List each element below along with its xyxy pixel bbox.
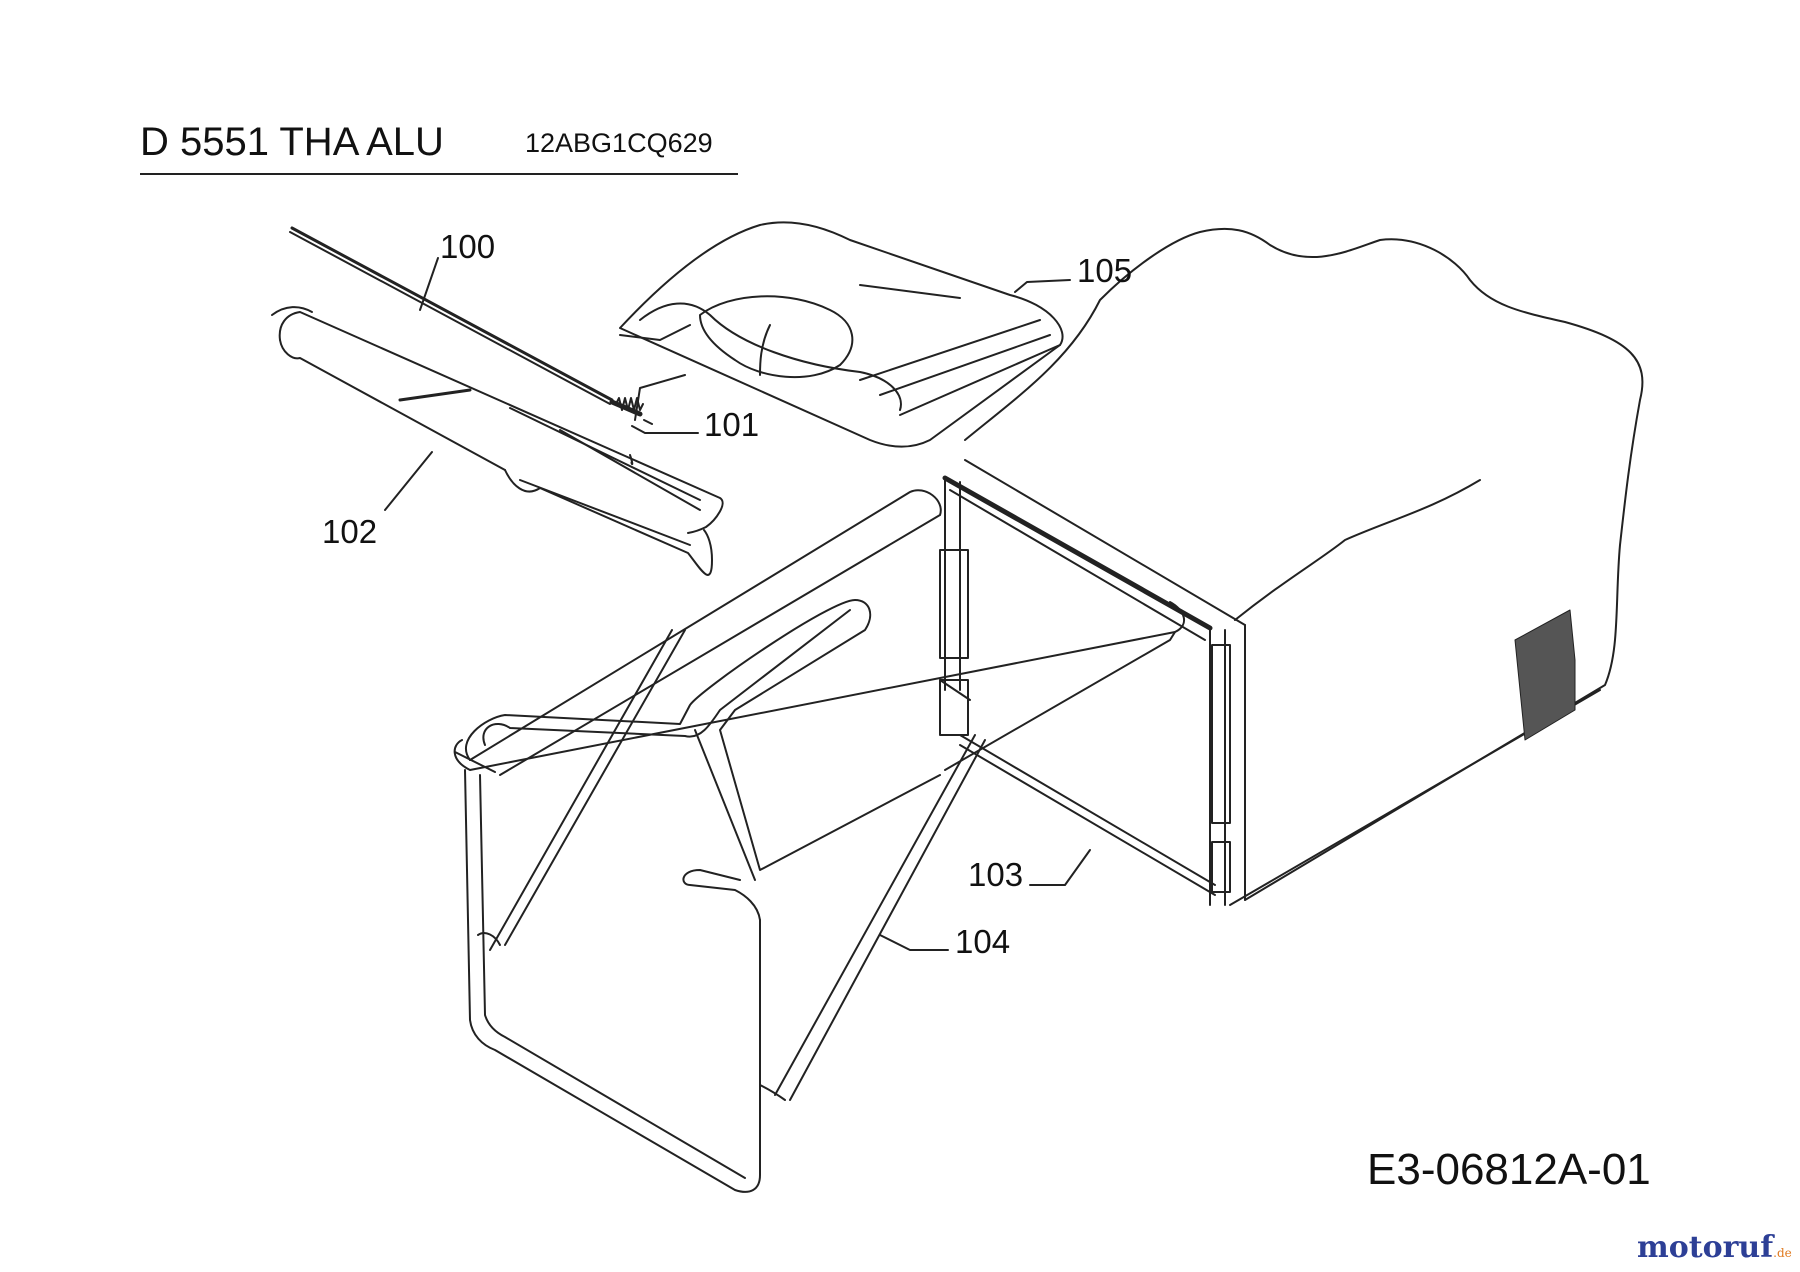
part-100-rod xyxy=(289,226,614,405)
logo-tld: .de xyxy=(1773,1246,1792,1260)
serial-number: 12ABG1CQ629 xyxy=(525,128,713,158)
part-104-handle-frame xyxy=(453,489,1185,1193)
leader-100 xyxy=(419,257,439,311)
leader-103 xyxy=(1029,849,1091,886)
callout-104: 104 xyxy=(955,923,1011,960)
part-103-frame xyxy=(939,475,1231,906)
leader-102 xyxy=(384,451,433,511)
grass-bag xyxy=(964,227,1644,906)
logo-text: motoruf xyxy=(1637,1230,1774,1265)
part-105-lid xyxy=(619,221,1064,448)
callout-101: 101 xyxy=(704,406,760,443)
callout-102: 102 xyxy=(322,513,378,550)
title-underline xyxy=(140,173,738,175)
leader-104 xyxy=(879,934,949,951)
callout-105: 105 xyxy=(1077,252,1133,289)
part-102-bracket xyxy=(271,306,724,576)
diagram-id: E3-06812A-01 xyxy=(1367,1145,1651,1194)
callout-103: 103 xyxy=(968,856,1024,893)
leader-105 xyxy=(1014,279,1071,293)
leader-lines xyxy=(384,257,1091,951)
callout-100: 100 xyxy=(440,228,496,265)
model-title: D 5551 THA ALU xyxy=(140,120,444,164)
leader-101 xyxy=(631,425,699,434)
brand-logo: motoruf.de xyxy=(1637,1230,1792,1265)
bag-vent-mesh xyxy=(1514,609,1576,741)
part-101-spring xyxy=(609,397,653,425)
